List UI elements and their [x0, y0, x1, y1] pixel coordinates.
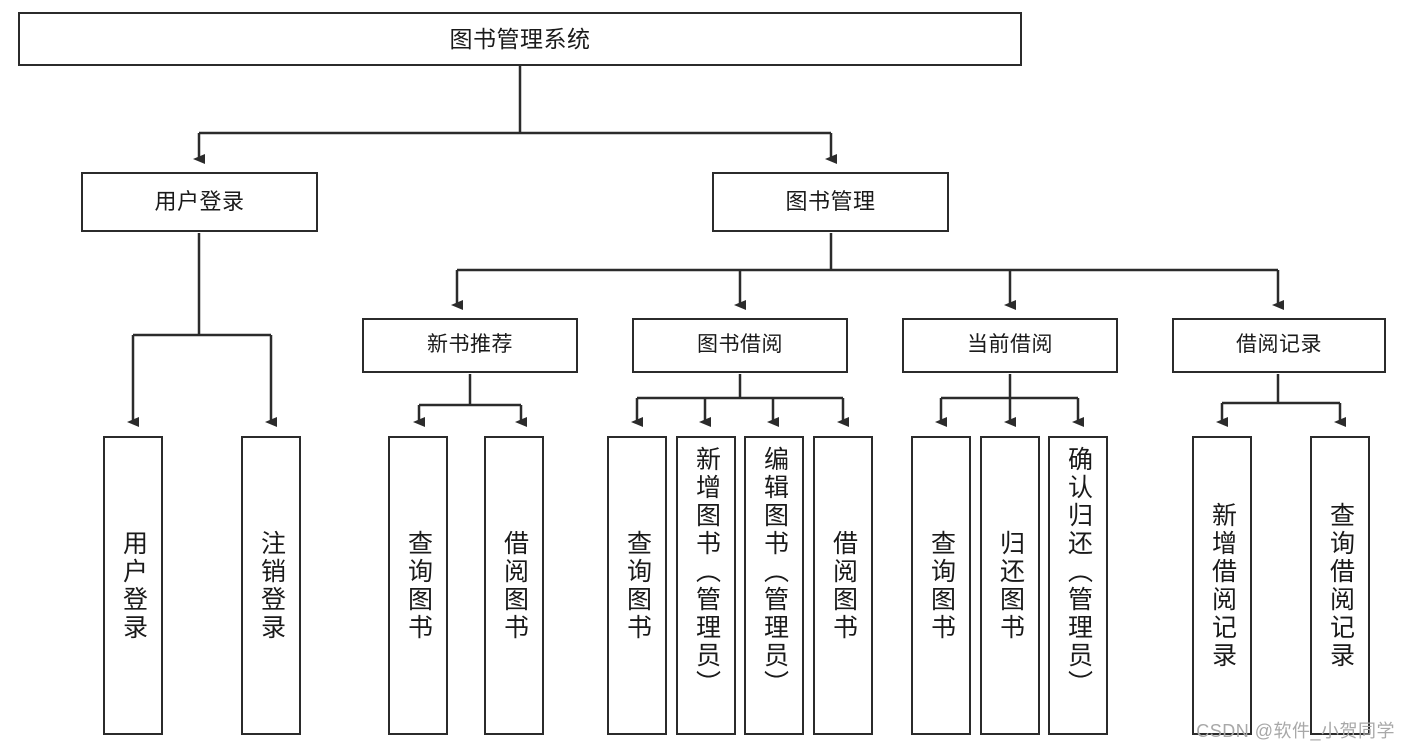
leaf-borrow-book-recommend[interactable]: 借阅图书 — [484, 436, 544, 735]
leaf-user-login[interactable]: 用户登录 — [103, 436, 163, 735]
leaf-borrow-book[interactable]: 借阅图书 — [813, 436, 873, 735]
node-label: 归还图书 — [996, 529, 1025, 642]
node-label: 查询借阅记录 — [1326, 501, 1355, 670]
leaf-logout[interactable]: 注销登录 — [241, 436, 301, 735]
node-label: 确认归还（管理员） — [1064, 446, 1093, 698]
node-book-borrow[interactable]: 图书借阅 — [632, 318, 848, 373]
node-label: 当前借阅 — [967, 333, 1053, 357]
node-label: 图书管理 — [785, 189, 876, 215]
node-label: 用户登录 — [119, 529, 148, 642]
node-label: 图书管理系统 — [449, 25, 591, 52]
node-label: 编辑图书（管理员） — [760, 446, 789, 698]
node-user-login[interactable]: 用户登录 — [81, 172, 318, 232]
leaf-return-book[interactable]: 归还图书 — [980, 436, 1040, 735]
node-label: 用户登录 — [154, 189, 245, 215]
leaf-query-borrow-record[interactable]: 查询借阅记录 — [1310, 436, 1370, 735]
leaf-query-book-recommend[interactable]: 查询图书 — [388, 436, 448, 735]
leaf-query-book-borrow[interactable]: 查询图书 — [607, 436, 667, 735]
node-label: 新增借阅记录 — [1208, 501, 1237, 670]
leaf-add-borrow-record[interactable]: 新增借阅记录 — [1192, 436, 1252, 735]
leaf-edit-book-admin[interactable]: 编辑图书（管理员） — [744, 436, 804, 735]
leaf-query-book-current[interactable]: 查询图书 — [911, 436, 971, 735]
node-current-borrow[interactable]: 当前借阅 — [902, 318, 1118, 373]
node-label: 查询图书 — [404, 529, 433, 642]
node-label: 图书借阅 — [697, 333, 783, 357]
node-label: 新增图书（管理员） — [692, 446, 721, 698]
leaf-confirm-return-admin[interactable]: 确认归还（管理员） — [1048, 436, 1108, 735]
node-borrow-record[interactable]: 借阅记录 — [1172, 318, 1386, 373]
node-root-system[interactable]: 图书管理系统 — [18, 12, 1022, 66]
node-book-management[interactable]: 图书管理 — [712, 172, 949, 232]
node-label: 查询图书 — [623, 529, 652, 642]
node-label: 借阅图书 — [829, 529, 858, 642]
node-label: 新书推荐 — [427, 333, 513, 357]
node-new-book-recommend[interactable]: 新书推荐 — [362, 318, 578, 373]
csdn-watermark: CSDN @软件_小贺同学 — [1196, 721, 1395, 741]
node-label: 注销登录 — [257, 529, 286, 642]
leaf-add-book-admin[interactable]: 新增图书（管理员） — [676, 436, 736, 735]
node-label: 查询图书 — [927, 529, 956, 642]
node-label: 借阅记录 — [1236, 333, 1322, 357]
node-label: 借阅图书 — [500, 529, 529, 642]
